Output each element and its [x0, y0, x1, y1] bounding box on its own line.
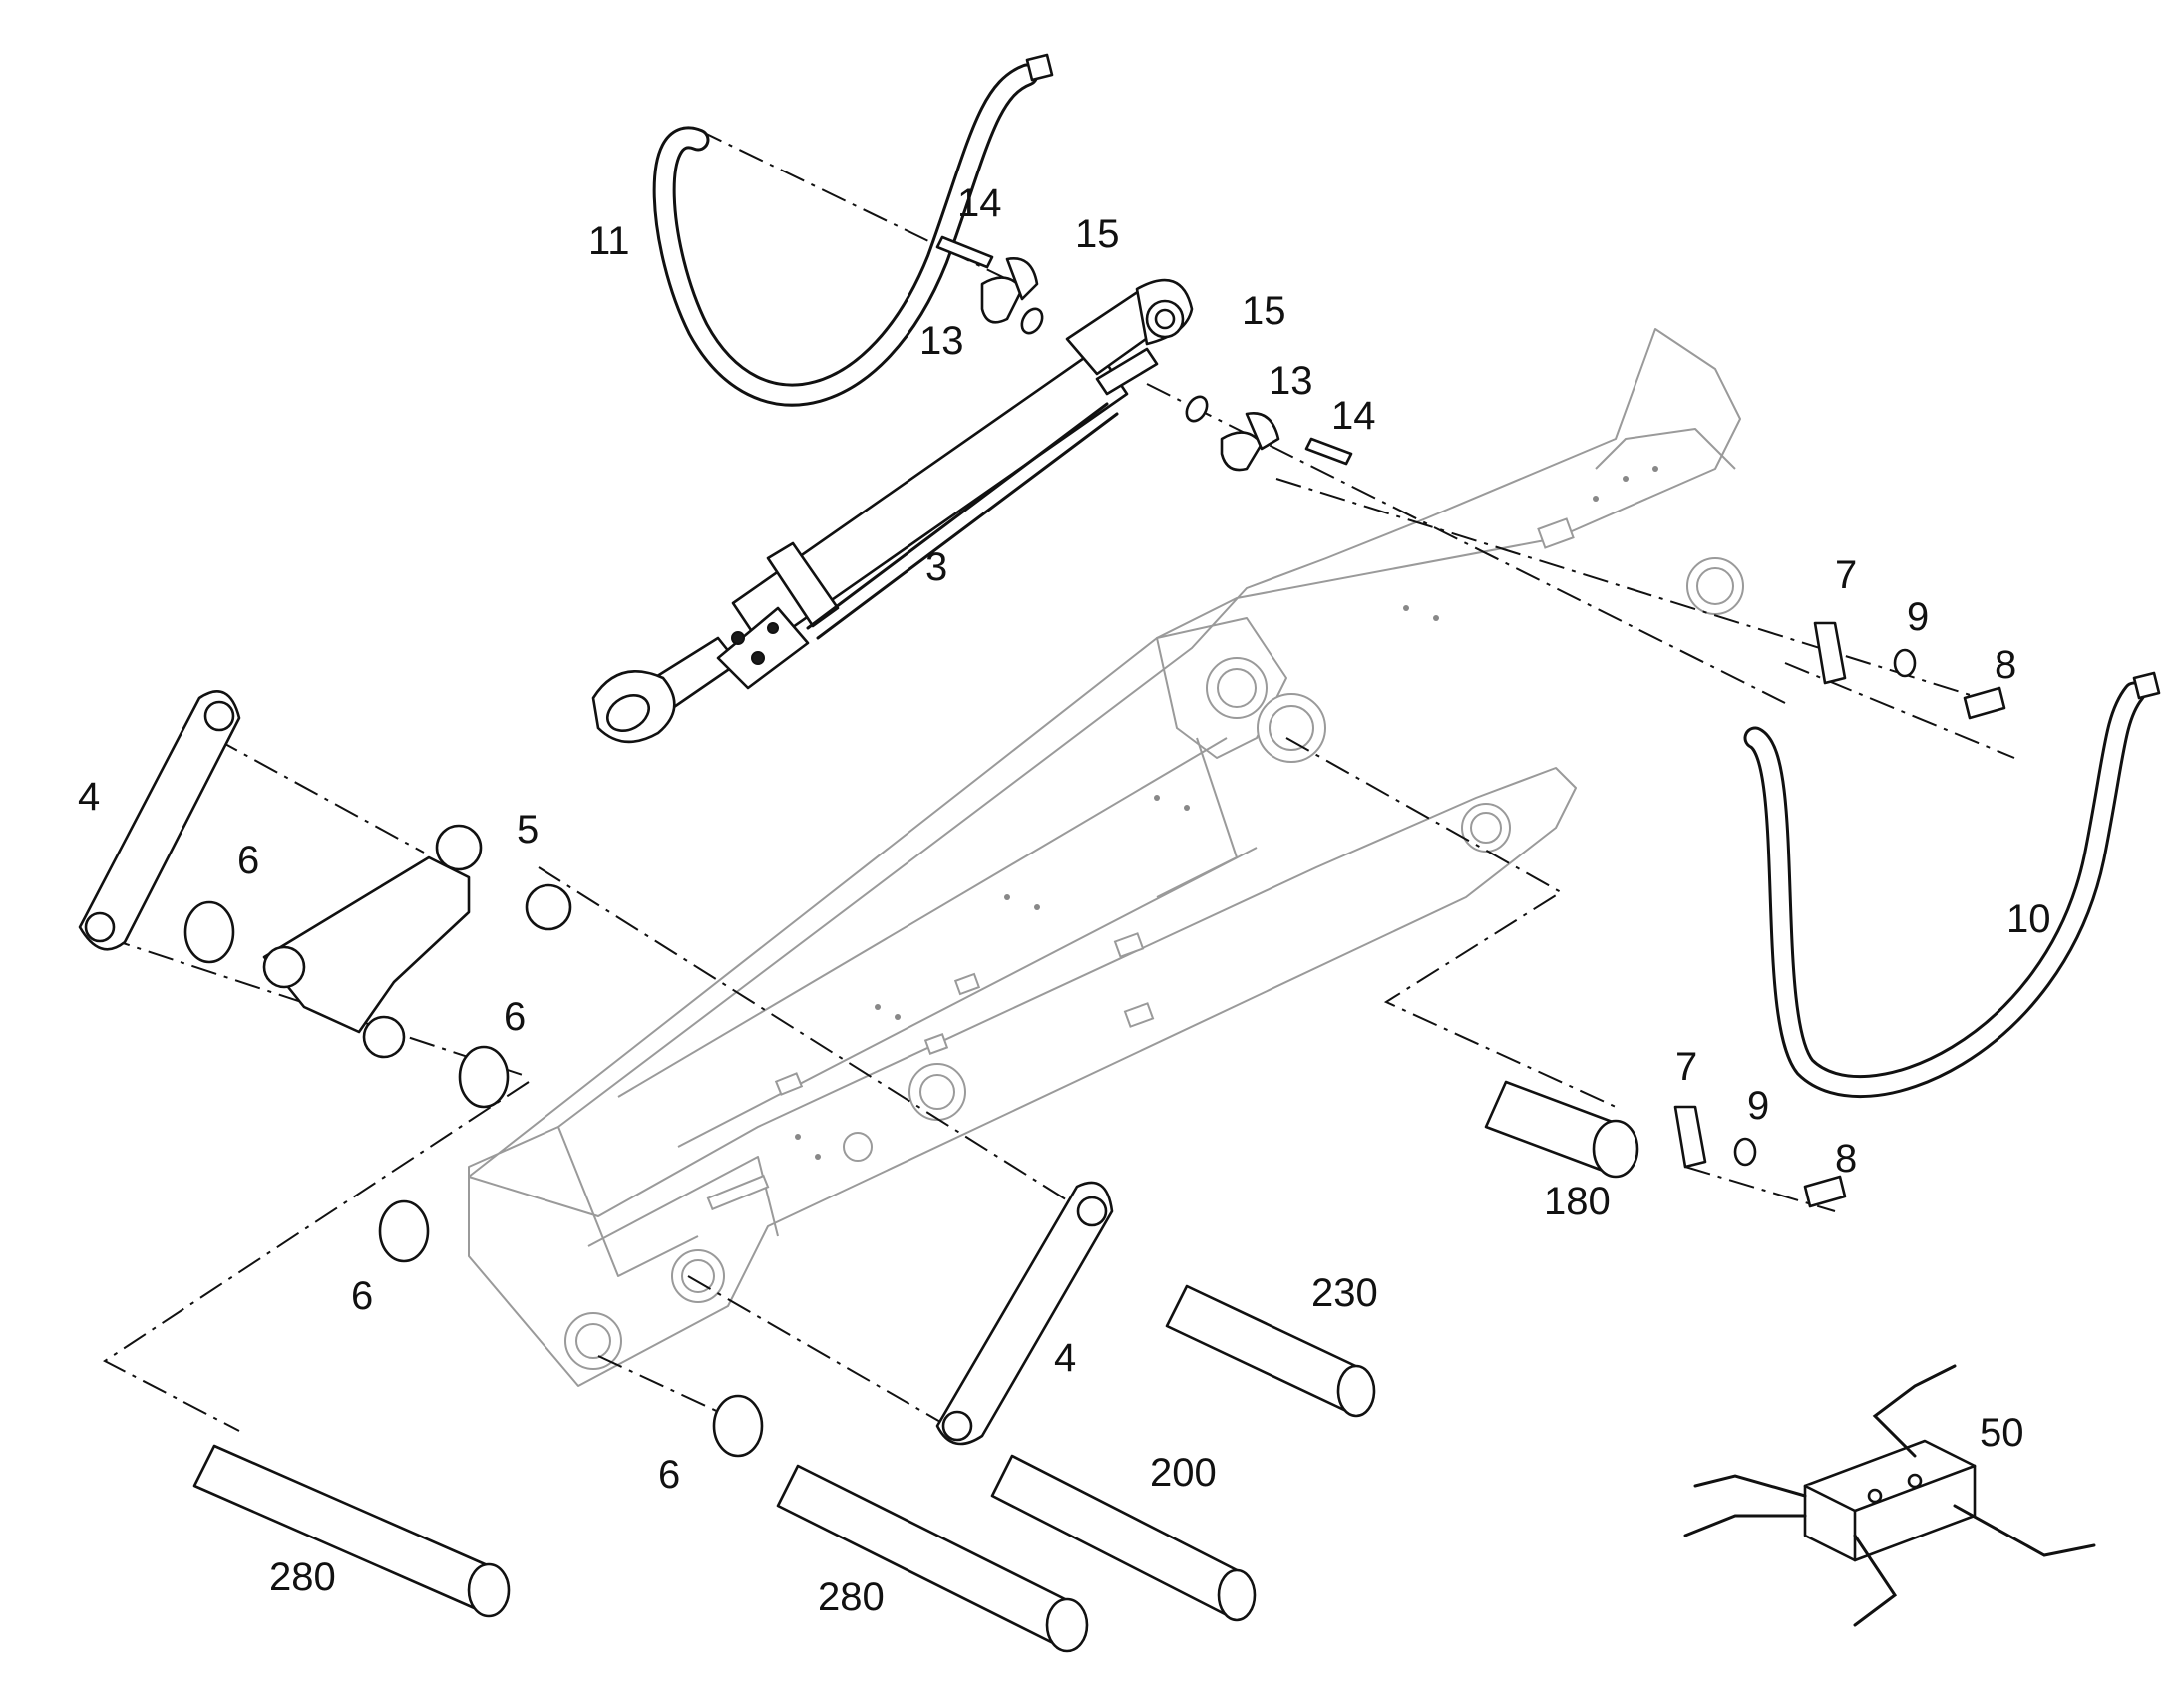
callout-4-upper: 4: [78, 775, 100, 819]
callout-15-a: 15: [1075, 212, 1120, 256]
callout-10: 10: [2006, 897, 2051, 941]
clevis-bracket: [262, 824, 572, 1059]
clamp-hardware-lower: [1185, 395, 1353, 472]
callout-8-b: 8: [1835, 1137, 1857, 1181]
callout-14-b: 14: [1331, 394, 1376, 438]
callout-9-a: 9: [1907, 595, 1929, 639]
callout-13-b: 13: [1269, 359, 1313, 403]
callout-280-a: 280: [269, 1555, 336, 1599]
pin-200: [990, 1454, 1257, 1622]
clamp-hardware-upper: [935, 235, 1044, 335]
spacer-ring-3: [378, 1199, 430, 1263]
callout-6-b: 6: [504, 995, 526, 1039]
hose-lower: [1743, 671, 2161, 1099]
callout-230: 230: [1311, 1271, 1378, 1315]
spacer-ring-1: [183, 900, 235, 964]
callout-7-a: 7: [1835, 553, 1857, 597]
callout-labels: 3 4 4 5 6 6 6 6 7 7 8 8 9 9 10 11 13 13 …: [78, 181, 2051, 1619]
hydraulic-cylinder: [591, 278, 1194, 744]
callout-11: 11: [588, 219, 630, 263]
hose-upper: [652, 53, 1054, 407]
callout-3: 3: [925, 545, 947, 589]
callout-7-b: 7: [1675, 1045, 1697, 1089]
valve-block: [1683, 1364, 2096, 1627]
callout-4-lower: 4: [1054, 1336, 1076, 1380]
pin-retainer-lower: [1673, 1105, 1847, 1208]
link-arm-left: [78, 690, 241, 951]
pin-280-right: [776, 1464, 1089, 1653]
link-arm-right: [935, 1181, 1114, 1446]
callout-180: 180: [1544, 1180, 1611, 1223]
callout-280-b: 280: [818, 1575, 885, 1619]
callout-6-c: 6: [351, 1274, 373, 1318]
callout-9-b: 9: [1747, 1084, 1769, 1128]
spacer-ring-2: [458, 1045, 510, 1109]
callout-6-a: 6: [237, 839, 259, 882]
pin-retainer-upper: [1813, 621, 2006, 720]
pin-230: [1165, 1284, 1376, 1418]
pin-280-left: [192, 1444, 511, 1618]
boom-arm: [468, 328, 1744, 1387]
callout-15-b: 15: [1242, 289, 1286, 333]
pin-180: [1484, 1080, 1639, 1179]
callout-8-a: 8: [1995, 643, 2016, 687]
spacer-ring-4: [712, 1394, 764, 1458]
callout-50: 50: [1980, 1411, 2024, 1455]
callout-14-a: 14: [957, 181, 1002, 225]
callout-5: 5: [517, 808, 539, 852]
callout-13-a: 13: [919, 319, 964, 363]
callout-200: 200: [1150, 1451, 1217, 1495]
callout-6-d: 6: [658, 1453, 680, 1497]
